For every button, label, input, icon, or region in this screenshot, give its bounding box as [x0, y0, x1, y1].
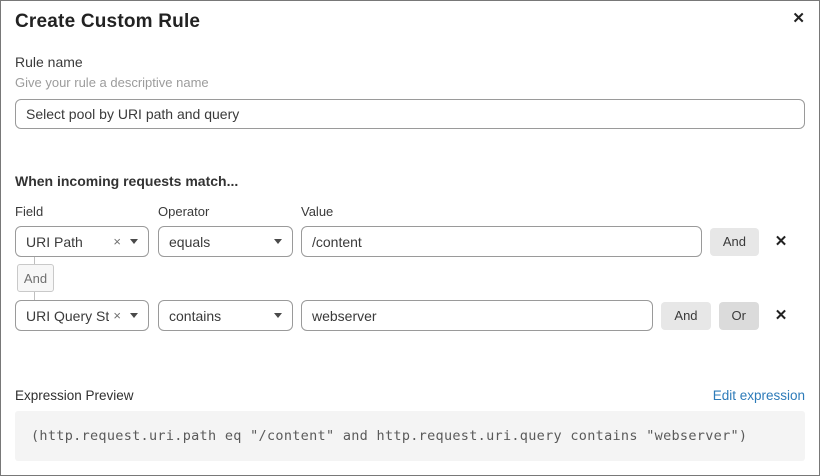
match-heading: When incoming requests match... [15, 173, 239, 189]
rule-name-input[interactable] [15, 99, 805, 129]
add-and-condition-button[interactable]: And [661, 301, 711, 330]
operator-select-1-value: equals [169, 233, 211, 250]
delete-row-icon[interactable]: ✕ [771, 234, 791, 249]
connector-and-chip: And [17, 264, 54, 292]
rule-name-label: Rule name [15, 54, 83, 70]
delete-row-icon[interactable]: ✕ [771, 308, 791, 323]
expression-preview-label: Expression Preview [15, 388, 134, 403]
chevron-down-icon [274, 313, 282, 318]
operator-select-1[interactable]: equals [158, 226, 293, 257]
chevron-down-icon [274, 239, 282, 244]
value-column-label: Value [301, 204, 334, 219]
add-or-condition-button[interactable]: Or [718, 301, 759, 330]
chevron-down-icon [130, 313, 138, 318]
rule-name-hint: Give your rule a descriptive name [15, 75, 209, 90]
operator-select-2-value: contains [169, 307, 222, 324]
field-select-1[interactable]: URI Path × [15, 226, 149, 257]
condition-row-2: URI Query St... × contains And Or ✕ [15, 300, 805, 331]
clear-icon[interactable]: × [113, 234, 121, 249]
condition-column-labels: Field Operator Value [15, 204, 805, 219]
condition-row-1: URI Path × equals And ✕ [15, 226, 805, 257]
dialog-title: Create Custom Rule [15, 11, 201, 32]
condition-connector: And [15, 257, 805, 300]
field-select-1-value: URI Path [26, 233, 83, 250]
clear-icon[interactable]: × [113, 308, 121, 323]
chevron-down-icon [130, 239, 138, 244]
field-select-2-value: URI Query St... [26, 307, 110, 324]
field-column-label: Field [15, 204, 44, 219]
add-and-condition-button[interactable]: And [709, 227, 759, 256]
expression-header: Expression Preview Edit expression [15, 388, 805, 403]
operator-column-label: Operator [158, 204, 210, 219]
close-icon[interactable]: ✕ [788, 7, 809, 30]
value-input-1[interactable] [301, 226, 702, 257]
operator-select-2[interactable]: contains [158, 300, 293, 331]
edit-expression-link[interactable]: Edit expression [712, 388, 805, 403]
field-select-2[interactable]: URI Query St... × [15, 300, 149, 331]
expression-preview-code: (http.request.uri.path eq "/content" and… [15, 411, 805, 461]
value-input-2[interactable] [301, 300, 654, 331]
